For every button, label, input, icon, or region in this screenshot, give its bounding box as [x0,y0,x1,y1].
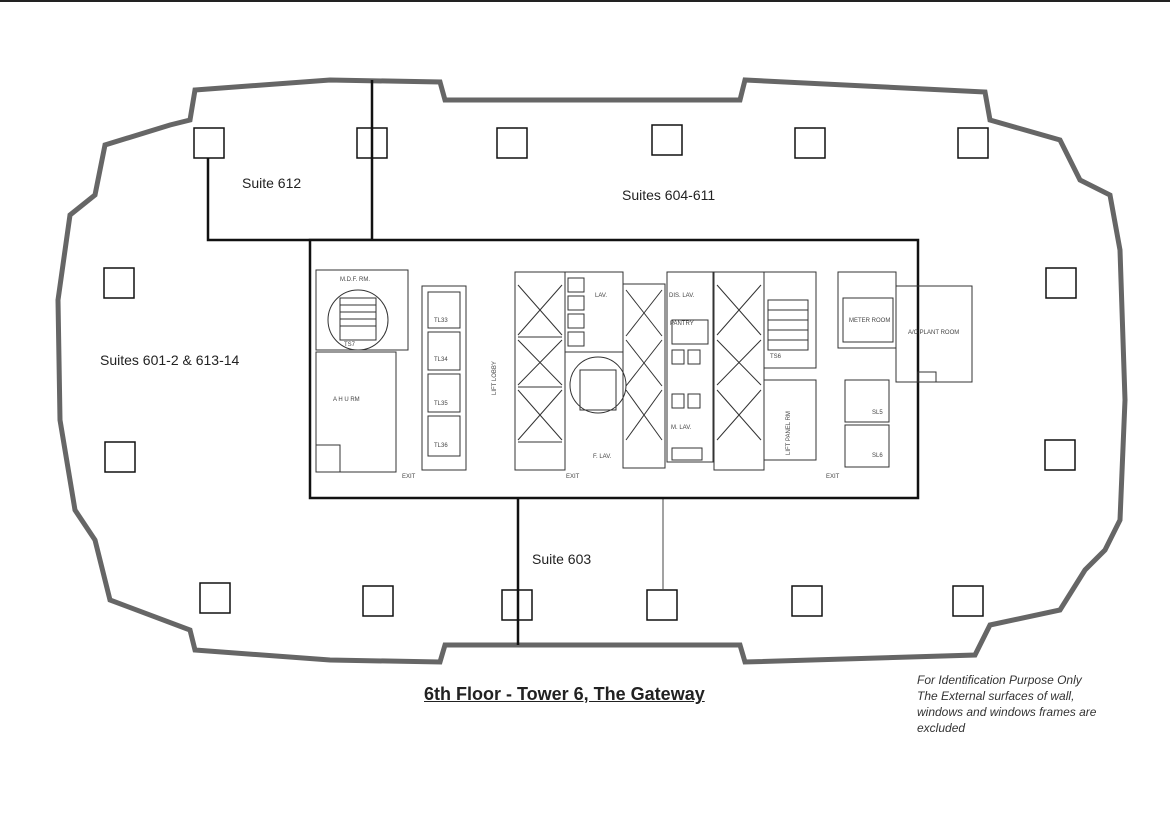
ts7-label: TS7 [344,342,356,348]
m-lav-label: M. LAV. [671,425,692,431]
pantry-label: PANTRY [670,321,694,327]
column [957,127,989,159]
disclaimer-line: For Identification Purpose Only [917,673,1082,687]
meter-room-label: METER ROOM [849,318,890,324]
sl6-label: SL6 [872,453,883,459]
ac-plant-room-label: A/C PLANT ROOM [908,330,959,336]
column [362,585,394,617]
tl36-label: TL36 [434,443,448,449]
columns [103,124,1077,621]
disclaimer-note: For Identification Purpose Only The Exte… [917,672,1127,736]
suites-604-611-label: Suites 604-611 [622,187,715,203]
core-details [315,269,973,473]
lift-lobby-label: LIFT LOBBY [492,361,498,395]
outer-wall [55,77,1128,665]
disclaimer-line: excluded [917,721,966,735]
sl5-label: SL5 [872,410,883,416]
core-outline [308,238,920,500]
mdf-room-label: M.D.F. RM. [340,277,370,283]
exit-label-middle: EXIT [566,474,580,480]
disclaimer-line: windows and windows frames are [917,705,1097,719]
ts6-label: TS6 [770,354,782,360]
column [794,127,826,159]
column [646,589,678,621]
column [1044,439,1076,471]
disclaimer-line: The External surfaces of wall, [917,689,1075,703]
column [791,585,823,617]
column [199,582,231,614]
plan-title: 6th Floor - Tower 6, The Gateway [424,684,705,704]
top-border-line [0,0,1170,2]
column [104,441,136,473]
column [496,127,528,159]
column [193,127,225,159]
exit-label-right: EXIT [826,474,840,480]
tl34-label: TL34 [434,357,448,363]
exit-label-left: EXIT [402,474,416,480]
inner-wall [63,86,1119,657]
dis-lav-label: DIS. LAV. [669,293,695,299]
suites-601-614-label: Suites 601-2 & 613-14 [100,352,240,368]
ahu-room-label: A H U RM [333,397,360,403]
tl35-label: TL35 [434,401,448,407]
lift-panel-room-label: LIFT PANEL RM [786,411,792,455]
lav-label: LAV. [595,293,607,299]
suite-612-label: Suite 612 [242,175,301,191]
suite-603-label: Suite 603 [532,551,591,567]
column [651,124,683,156]
column [952,585,984,617]
column [103,267,135,299]
f-lav-label: F. LAV. [593,454,612,460]
tl33-label: TL33 [434,318,448,324]
column [1045,267,1077,299]
